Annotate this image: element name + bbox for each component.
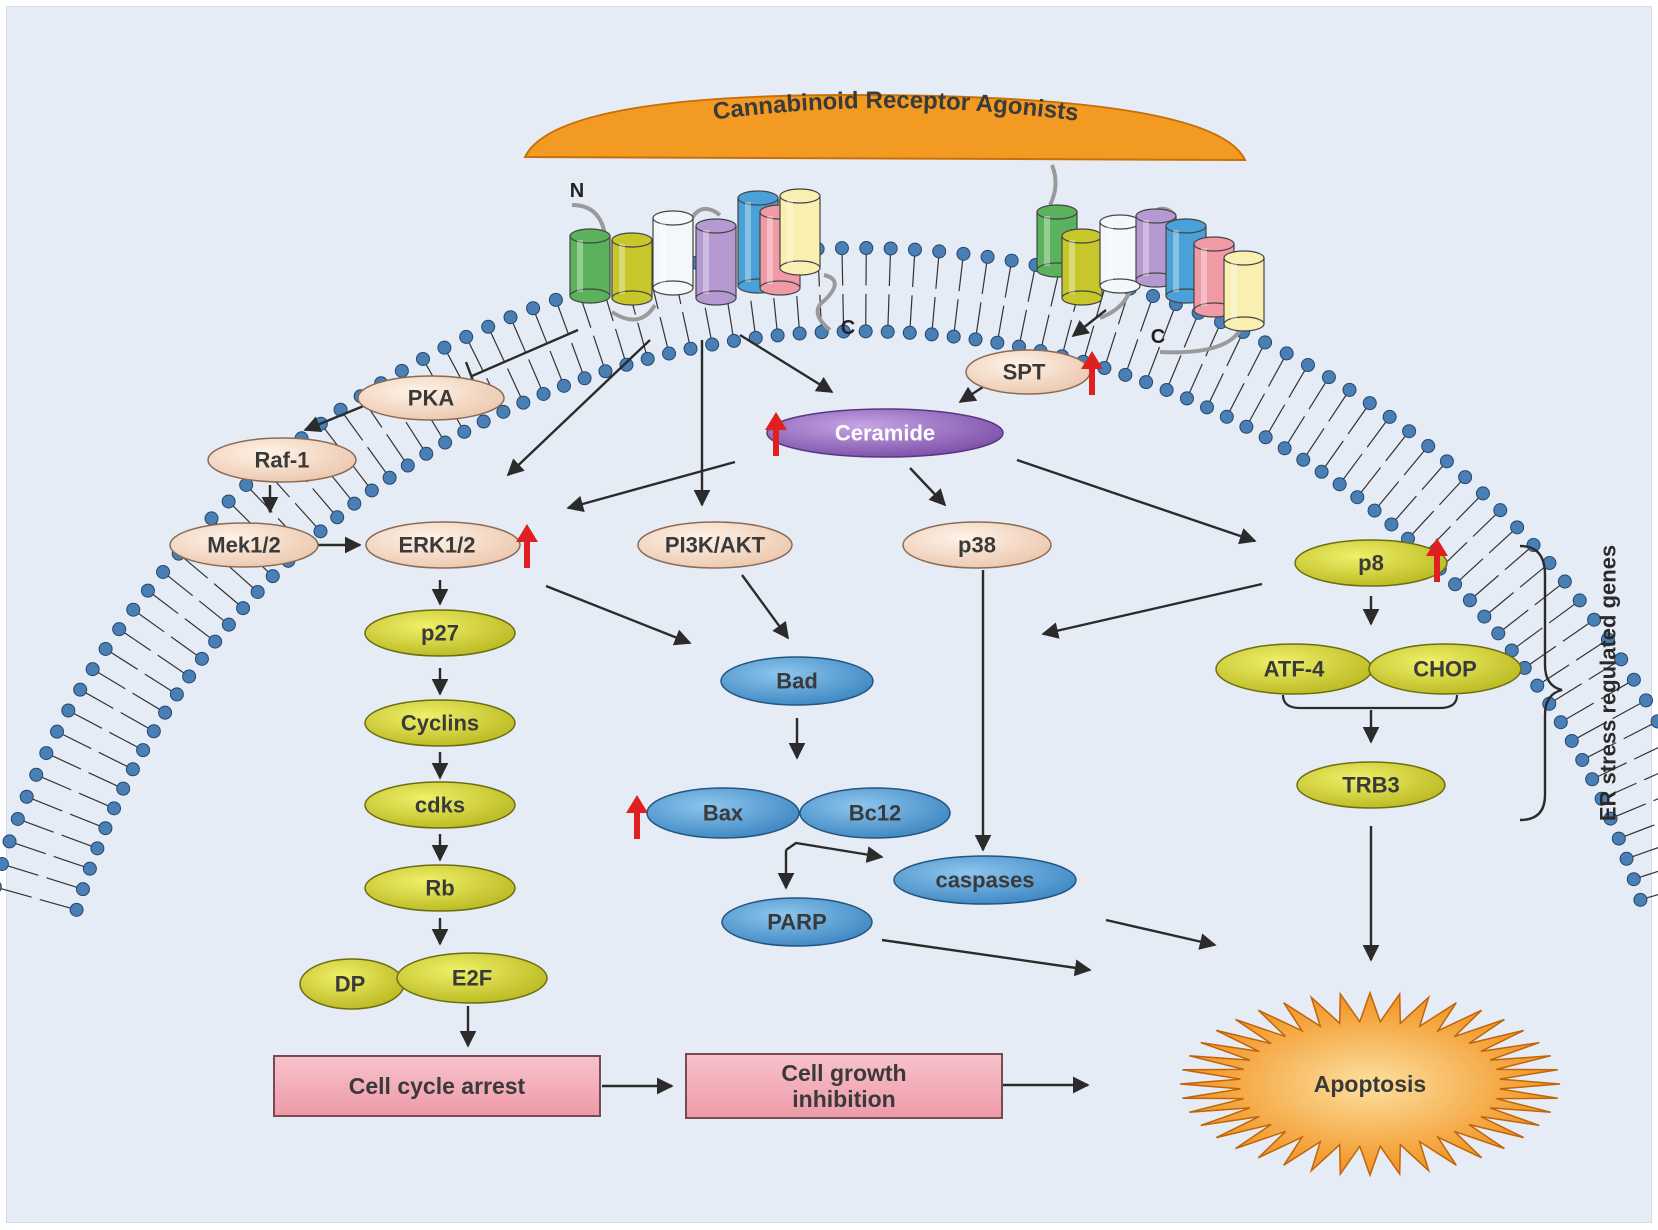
inhibit-line-pka bbox=[471, 328, 579, 378]
arrow-ceramide-p38 bbox=[909, 467, 947, 507]
up-arrow-icon bbox=[1426, 538, 1448, 582]
node-erk: ERK1/2 bbox=[365, 521, 521, 569]
arrows bbox=[261, 309, 1380, 1095]
svg-text:Bc12: Bc12 bbox=[849, 801, 902, 826]
node-chop: CHOP bbox=[1368, 643, 1522, 695]
c-terminal-left-label: C bbox=[841, 317, 855, 339]
node-cyclins: Cyclins bbox=[364, 699, 516, 747]
arrow-receptor-erk bbox=[506, 339, 651, 477]
arrow-ceramide-p8 bbox=[1016, 458, 1257, 545]
arrow-receptor-spt bbox=[1071, 309, 1107, 338]
box-cell-growth-inhibition: Cell growth inhibition bbox=[685, 1053, 1003, 1119]
node-trb3: TRB3 bbox=[1296, 761, 1446, 809]
node-dp: DP bbox=[299, 958, 405, 1010]
node-mek: Mek1/2 bbox=[169, 522, 319, 568]
svg-text:DP: DP bbox=[335, 972, 366, 997]
svg-text:TRB3: TRB3 bbox=[1342, 773, 1399, 798]
up-arrow-icon bbox=[626, 795, 648, 839]
arrow-spt-ceramide bbox=[958, 383, 987, 404]
svg-text:ATF-4: ATF-4 bbox=[1264, 657, 1325, 682]
svg-text:SPT: SPT bbox=[1003, 360, 1046, 385]
node-parp: PARP bbox=[721, 897, 873, 947]
merge-bracket bbox=[1281, 694, 1459, 710]
up-arrow-icon bbox=[765, 412, 787, 456]
svg-text:Cyclins: Cyclins bbox=[401, 711, 479, 736]
svg-text:PI3K/AKT: PI3K/AKT bbox=[665, 533, 766, 558]
svg-text:p38: p38 bbox=[958, 533, 996, 558]
node-ceramide: Ceramide bbox=[766, 408, 1004, 458]
apoptosis-burst: Apoptosis bbox=[1179, 990, 1561, 1178]
node-pka: PKA bbox=[357, 375, 505, 421]
svg-text:Rb: Rb bbox=[425, 876, 454, 901]
svg-text:Bad: Bad bbox=[776, 669, 818, 694]
svg-text:Apoptosis: Apoptosis bbox=[1314, 1071, 1426, 1097]
node-e2f: E2F bbox=[396, 952, 548, 1004]
receptors bbox=[569, 164, 1265, 355]
node-bax: Bax bbox=[646, 787, 800, 839]
up-arrow-icon bbox=[1081, 351, 1103, 395]
svg-text:inhibition: inhibition bbox=[792, 1086, 895, 1112]
up-arrows bbox=[516, 351, 1448, 839]
node-caspases: caspases bbox=[893, 855, 1077, 905]
agonist-cap: Cannabinoid Receptor Agonists bbox=[523, 87, 1247, 162]
c-terminal-right-label: C bbox=[1151, 326, 1165, 348]
node-p38: p38 bbox=[902, 521, 1052, 569]
node-p8: p8 bbox=[1294, 539, 1448, 587]
svg-text:cdks: cdks bbox=[415, 793, 465, 818]
node-spt: SPT bbox=[965, 349, 1091, 395]
svg-text:CHOP: CHOP bbox=[1413, 657, 1477, 682]
svg-text:Ceramide: Ceramide bbox=[835, 421, 935, 446]
svg-text:p8: p8 bbox=[1358, 551, 1384, 576]
node-bcl2: Bc12 bbox=[799, 787, 951, 839]
svg-text:Raf-1: Raf-1 bbox=[254, 448, 309, 473]
svg-text:Cell growth: Cell growth bbox=[781, 1060, 906, 1086]
n-terminal-label: N bbox=[570, 180, 584, 202]
up-arrow-icon bbox=[516, 524, 538, 568]
box-cell-cycle-arrest: Cell cycle arrest bbox=[273, 1055, 601, 1117]
node-rb: Rb bbox=[364, 864, 516, 912]
svg-text:PARP: PARP bbox=[767, 910, 827, 935]
arrow-p8-caspases bbox=[1041, 582, 1263, 639]
svg-text:p27: p27 bbox=[421, 621, 459, 646]
node-bad: Bad bbox=[720, 656, 874, 706]
node-atf4: ATF-4 bbox=[1215, 643, 1373, 695]
svg-text:PKA: PKA bbox=[408, 386, 455, 411]
svg-text:Bax: Bax bbox=[703, 801, 744, 826]
arrow-pka-raf bbox=[303, 403, 367, 433]
arrow-erk-bad bbox=[545, 584, 692, 646]
er-stress-brace bbox=[1519, 544, 1563, 822]
node-pi3k: PI3K/AKT bbox=[637, 521, 793, 569]
svg-text:E2F: E2F bbox=[452, 966, 492, 991]
node-p27: p27 bbox=[364, 609, 516, 657]
svg-text:caspases: caspases bbox=[935, 868, 1034, 893]
arrow-receptor-ceramide bbox=[739, 333, 834, 394]
arrow-pi3k-bad bbox=[741, 574, 789, 640]
node-raf1: Raf-1 bbox=[207, 437, 357, 483]
svg-text:Mek1/2: Mek1/2 bbox=[207, 533, 280, 558]
node-cdks: cdks bbox=[364, 781, 516, 829]
arrow-bax-caspases bbox=[785, 841, 884, 863]
svg-text:Cell cycle arrest: Cell cycle arrest bbox=[349, 1073, 526, 1099]
er-stress-label: ER stress regulated genes bbox=[1596, 545, 1621, 821]
svg-text:ERK1/2: ERK1/2 bbox=[398, 533, 475, 558]
arrow-ceramide-erk bbox=[566, 460, 736, 513]
arrow-parp-apoptosis bbox=[881, 938, 1092, 977]
arrow-caspases-apoptosis bbox=[1105, 918, 1217, 950]
